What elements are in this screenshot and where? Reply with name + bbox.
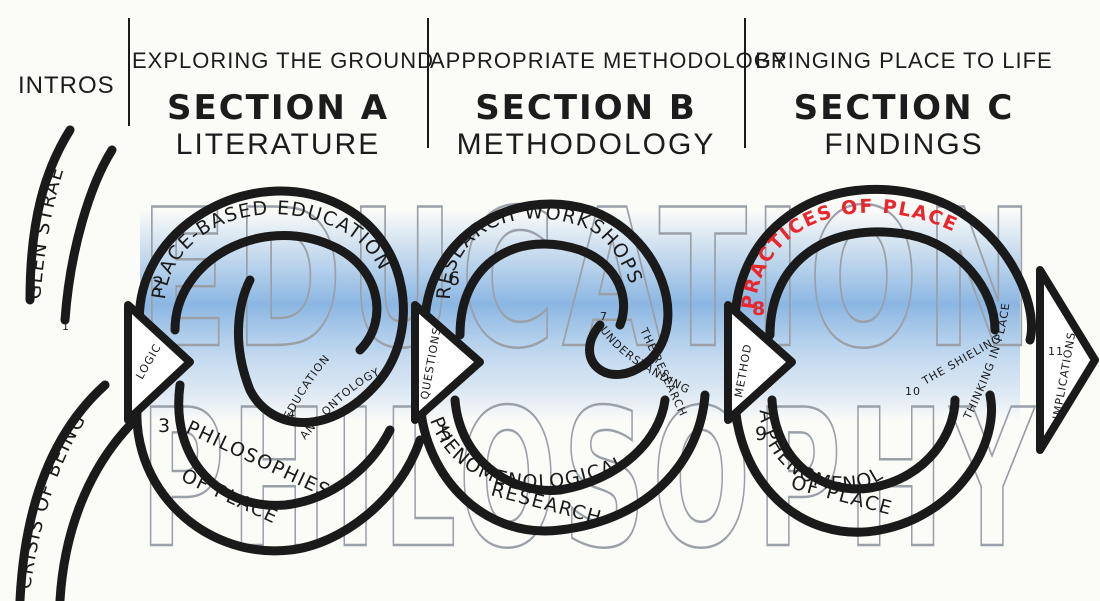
section-b-title: SECTION B xyxy=(475,88,697,128)
section-a-title: SECTION A xyxy=(166,88,390,128)
intros-label: INTROS xyxy=(18,72,115,99)
divider-1 xyxy=(128,18,130,126)
arrow-implications xyxy=(1036,266,1099,454)
ribbon-glen-edge-2 xyxy=(60,145,117,325)
node-1-number: 1 xyxy=(62,320,70,333)
node-8-number: 8 xyxy=(752,298,767,320)
node-10-number: 10 xyxy=(905,385,921,398)
arrow-heads xyxy=(124,266,1099,454)
arrow-questions xyxy=(411,301,484,424)
divider-3 xyxy=(744,18,746,148)
node-5-number: 5 xyxy=(440,423,454,445)
loop-b-outer xyxy=(420,199,673,379)
section-a-subtitle: EXPLORING THE GROUND xyxy=(132,48,434,73)
ribbon-outline xyxy=(15,125,1036,601)
loop-a-lower xyxy=(132,380,425,556)
node-2-number: 2 xyxy=(152,273,166,295)
ribbon-crisis-edge-2 xyxy=(55,415,140,601)
section-b-header: APPROPRIATE METHODOLOGY SECTION B METHOD… xyxy=(430,48,788,208)
section-c-header: BRINGING PLACE TO LIFE SECTION C FINDING… xyxy=(748,48,1060,208)
loop-c-outer xyxy=(730,184,1036,345)
loop-c-lower-inner xyxy=(767,395,960,494)
section-b-name: METHODOLOGY xyxy=(456,128,716,161)
section-a-header: EXPLORING THE GROUND SECTION A LITERATUR… xyxy=(132,48,434,208)
blue-wash xyxy=(140,210,1020,420)
node-4-number: 4 xyxy=(288,408,296,421)
arrow-logic xyxy=(124,301,194,424)
section-c-name: FINDINGS xyxy=(824,128,984,161)
loop-c-inner xyxy=(765,227,1000,340)
loop-b-lower xyxy=(415,390,710,536)
loop-a-lower-inner xyxy=(174,380,395,510)
node-11-number: 11 xyxy=(1048,345,1064,358)
loop-b-inner xyxy=(455,239,629,340)
node-9-number: 9 xyxy=(755,423,769,445)
section-b-subtitle: APPROPRIATE METHODOLOGY xyxy=(430,48,788,73)
loop-c-lower xyxy=(730,390,996,537)
loop-a-inner xyxy=(170,231,382,355)
arrow-method xyxy=(724,301,796,424)
divider-2 xyxy=(427,18,429,148)
ribbon-glen-edge xyxy=(25,125,75,305)
section-c-subtitle: BRINGING PLACE TO LIFE xyxy=(755,48,1053,73)
node-3-number: 3 xyxy=(158,415,172,437)
node-6-number: 6 xyxy=(448,268,462,290)
section-a-name: LITERATURE xyxy=(175,128,381,161)
ribbon-crisis-edge xyxy=(15,380,110,601)
node-7-number: 7 xyxy=(600,310,608,323)
loop-b-lower-inner xyxy=(450,395,670,495)
loop-a-outer xyxy=(134,186,408,427)
section-c-title: SECTION C xyxy=(793,88,1015,128)
